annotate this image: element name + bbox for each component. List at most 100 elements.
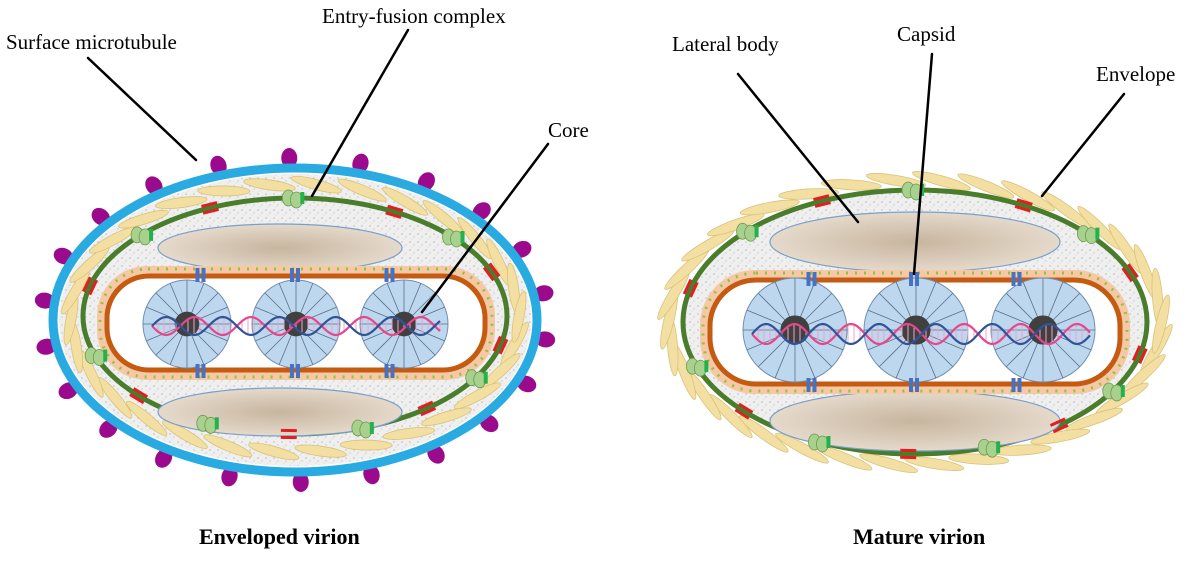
red-marker [813, 194, 831, 208]
filament [775, 432, 829, 464]
dna-genome [151, 315, 441, 337]
red-marker-bar [682, 278, 693, 295]
red-marker-bar [498, 338, 509, 355]
red-marker-bar [280, 435, 297, 440]
filament [859, 453, 918, 473]
title-mature-virion: Mature virion [853, 524, 986, 549]
filament [339, 439, 393, 451]
blue-marker [290, 364, 294, 378]
filament [197, 185, 251, 197]
leader-envelope [1040, 92, 1126, 198]
filament [382, 427, 436, 440]
red-marker-bar [813, 194, 830, 202]
red-marker [201, 201, 219, 215]
label-surface-microtubule: Surface microtubule [6, 30, 177, 54]
label-lateral-body: Lateral body [672, 32, 779, 56]
enveloped-virion [34, 148, 556, 492]
filament [294, 444, 347, 458]
red-marker-bar [88, 279, 98, 296]
filament [739, 415, 789, 453]
membrane-proteins [82, 189, 509, 440]
dna-genome [751, 322, 1091, 346]
mature-virion [657, 171, 1173, 473]
blue-marker [915, 272, 919, 286]
red-marker-bar [201, 201, 218, 208]
filament [337, 178, 387, 202]
green-marker [300, 192, 305, 205]
filament [739, 199, 800, 216]
red-marker-bar [488, 262, 501, 278]
red-marker-bar [132, 387, 149, 399]
green-marker [483, 371, 488, 384]
red-marker [1121, 263, 1139, 283]
surface-microtubule-knob [292, 471, 309, 492]
red-marker-bar [385, 211, 402, 219]
red-marker [900, 448, 917, 460]
red-marker-bar [900, 455, 917, 460]
red-marker-bar [1138, 348, 1148, 365]
dna-strand [751, 322, 1091, 346]
surface-microtubule-knob [281, 148, 298, 169]
red-marker-bar [420, 407, 437, 417]
filament [820, 179, 882, 191]
red-marker [280, 428, 297, 440]
filament [248, 442, 300, 461]
red-marker [482, 262, 501, 282]
red-marker-bar [1014, 204, 1031, 213]
red-marker-bar [492, 335, 502, 352]
blue-marker [195, 364, 200, 378]
green-marker [369, 421, 374, 434]
filament [511, 290, 527, 343]
lateral-body-bottom [157, 387, 403, 437]
blue-marker [1017, 272, 1022, 286]
membrane-proteins [682, 181, 1148, 460]
label-envelope: Envelope [1096, 62, 1176, 86]
green-marker [1120, 384, 1125, 397]
green-marker [214, 417, 219, 430]
filaments [657, 171, 1173, 473]
red-marker-bar [1052, 423, 1069, 434]
green-marker [460, 231, 465, 244]
filament [1030, 428, 1091, 445]
blue-marker [201, 364, 206, 378]
green-marker [754, 225, 759, 238]
red-marker-bar [82, 276, 92, 293]
blue-marker [290, 268, 294, 282]
red-marker-bar [1131, 345, 1142, 362]
filament [118, 209, 169, 229]
blue-marker [201, 268, 206, 282]
red-marker-bar [417, 400, 434, 410]
nucleoprotein-hub [1028, 315, 1058, 345]
filament [957, 173, 1015, 199]
filament [161, 420, 208, 450]
filament [1065, 407, 1123, 431]
red-marker [1131, 345, 1148, 365]
blue-marker [909, 272, 913, 286]
red-marker-bar [1127, 263, 1139, 279]
filaments [61, 175, 529, 461]
blue-marker [384, 364, 389, 378]
label-core: Core [548, 118, 589, 142]
filament [1001, 180, 1055, 212]
red-marker-bar [814, 201, 831, 208]
filament [126, 400, 168, 436]
blue-marker [390, 364, 395, 378]
blue-marker [812, 272, 817, 286]
red-marker-bar [900, 448, 917, 453]
blue-marker [812, 378, 817, 392]
blue-marker [915, 378, 919, 392]
green-marker [1095, 227, 1100, 240]
red-marker-bar [738, 402, 754, 414]
red-marker-bar [1016, 198, 1033, 206]
green-marker [704, 360, 709, 373]
leader-entry-fusion-complex [310, 28, 410, 198]
red-marker-bar [734, 408, 750, 420]
red-marker [417, 400, 437, 417]
leader-core [420, 142, 550, 314]
leader-capsid [912, 52, 934, 276]
red-marker [129, 387, 149, 405]
red-marker [734, 402, 754, 420]
leader-lateral-body [736, 72, 860, 224]
